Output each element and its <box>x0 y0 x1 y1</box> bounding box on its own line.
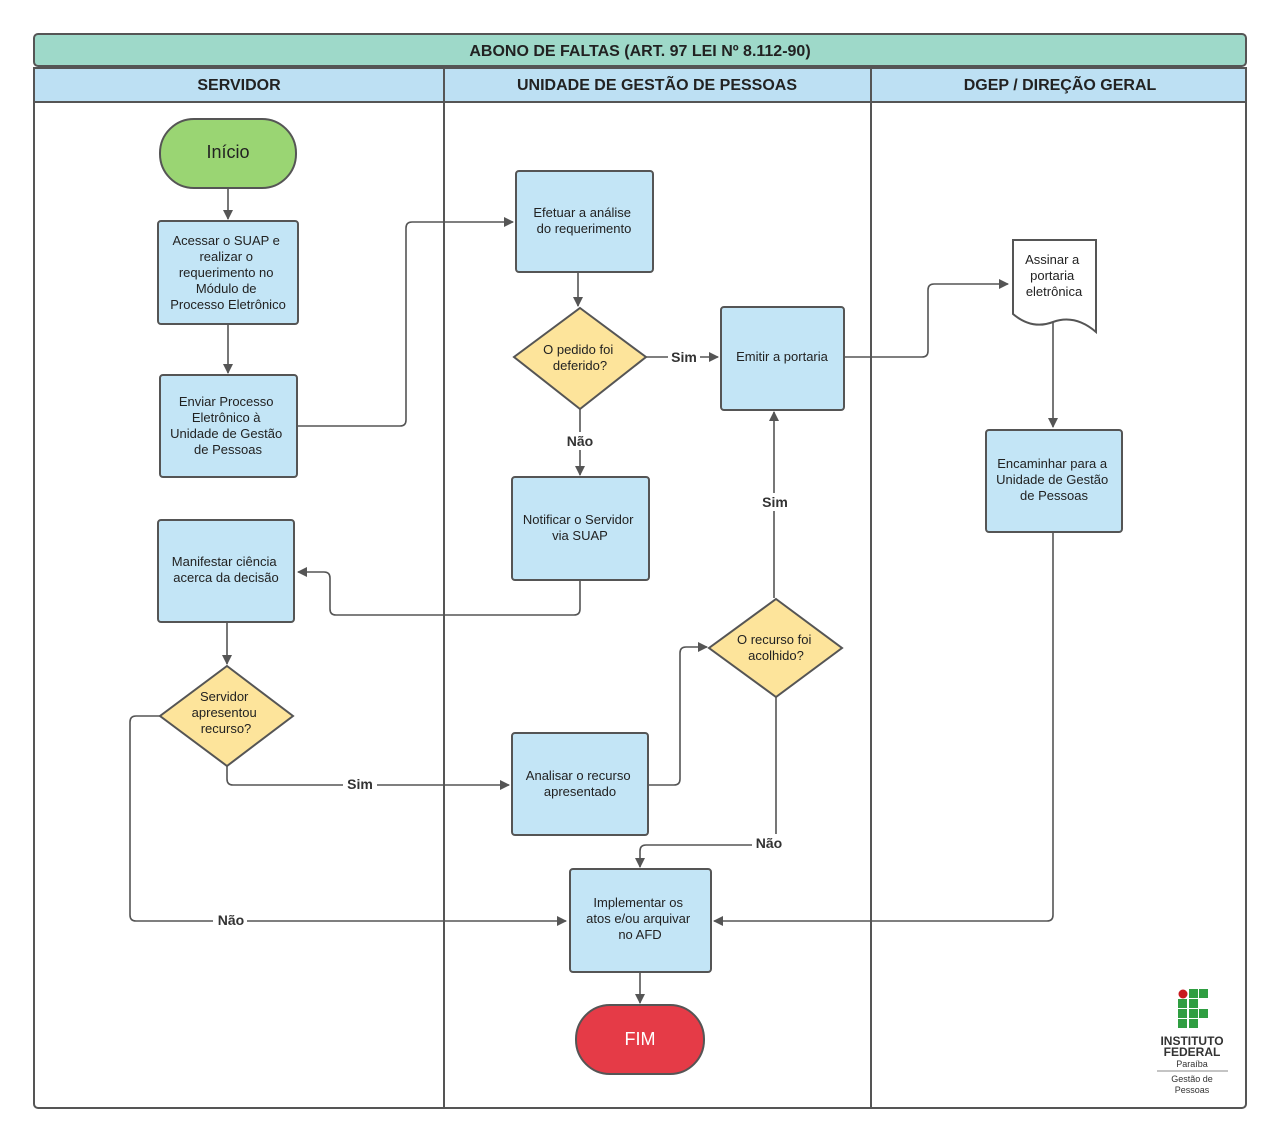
lane-title-servidor: SERVIDOR <box>197 77 281 94</box>
process-implementar-atos <box>569 868 712 973</box>
title-bar <box>33 33 1247 67</box>
logo-line-federal: FEDERAL <box>1164 1045 1221 1059</box>
decision-servidor-recurso <box>158 664 295 768</box>
process-enviar-processo <box>159 374 298 478</box>
decision-pedido-deferido-label: O pedido foi deferido? <box>543 342 617 373</box>
decision-recurso-acolhido <box>707 597 844 699</box>
process-notificar-servidor <box>511 476 650 581</box>
process-implementar-atos-label: Implementar os atos e/ou arquivar no AFD <box>586 895 694 942</box>
lane-title-dgep: DGEP / DIREÇÃO GERAL <box>964 74 1157 94</box>
edge-recurso-analisar-sim <box>226 766 510 790</box>
logo-line-gestao: Gestão de <box>1171 1074 1213 1084</box>
edge-label-nao-recurso: Não <box>218 912 244 928</box>
ifpb-logo: INSTITUTO FEDERAL Paraíba Gestão de Pess… <box>1157 989 1228 1095</box>
edge-label-sim-recurso: Sim <box>347 776 373 792</box>
document-assinar-portaria-label: Assinar a portaria eletrônica <box>1025 252 1083 299</box>
logo-line-instituto: INSTITUTO <box>1160 1034 1223 1048</box>
end-label: FIM <box>625 1029 656 1049</box>
process-efetuar-analise-label: Efetuar a análise do requerimento <box>533 205 634 236</box>
process-acessar-suap-label: Acessar o SUAP e realizar o requerimento… <box>170 233 286 312</box>
logo-line-pessoas: Pessoas <box>1175 1085 1210 1095</box>
edge-label-nao-acolhido: Não <box>756 835 782 851</box>
logo-line-paraiba: Paraíba <box>1176 1059 1208 1069</box>
start-label: Início <box>206 142 249 162</box>
process-encaminhar <box>985 429 1123 533</box>
lane-header-servidor <box>33 67 445 103</box>
edge-recurso-implementar-nao <box>129 715 567 926</box>
edge-analisar-acolhido <box>648 642 708 786</box>
decision-pedido-deferido <box>512 306 648 411</box>
process-acessar-suap <box>157 220 299 325</box>
end-terminal <box>575 1004 705 1075</box>
process-analisar-recurso <box>511 732 649 836</box>
document-assinar-portaria <box>1012 239 1097 335</box>
process-emitir-portaria <box>720 306 845 411</box>
lane-header-dgep <box>870 67 1247 103</box>
process-efetuar-analise <box>515 170 654 273</box>
edge-emitir-assinar <box>844 279 1009 358</box>
edge-label-sim-acolhido: Sim <box>762 494 788 510</box>
process-encaminhar-label: Encaminhar para a Unidade de Gestão de P… <box>996 456 1112 503</box>
process-enviar-processo-label: Enviar Processo Eletrônico à Unidade de … <box>170 394 286 457</box>
start-terminal <box>159 118 297 189</box>
process-manifestar-ciencia-label: Manifestar ciência acerca da decisão <box>172 554 280 585</box>
decision-servidor-recurso-label: Servidor apresentou recurso? <box>192 689 261 736</box>
decision-recurso-acolhido-label: O recurso foi acolhido? <box>737 632 815 663</box>
edge-encaminhar-implementar <box>713 532 1054 926</box>
edge-enviar-analise <box>297 217 514 427</box>
process-emitir-portaria-label: Emitir a portaria <box>736 349 829 364</box>
edge-label-sim-deferido: Sim <box>671 349 697 365</box>
edge-notificar-manifestar <box>297 567 581 616</box>
process-notificar-servidor-label: Notificar o Servidor via SUAP <box>523 512 637 543</box>
edge-label-nao-deferido: Não <box>567 433 593 449</box>
lane-title-ugp: UNIDADE DE GESTÃO DE PESSOAS <box>517 74 797 94</box>
process-manifestar-ciencia <box>157 519 295 623</box>
logo-red-dot <box>1178 989 1188 999</box>
process-analisar-recurso-label: Analisar o recurso apresentado <box>526 768 634 799</box>
page-title: ABONO DE FALTAS (ART. 97 LEI Nº 8.112-90… <box>469 43 810 60</box>
